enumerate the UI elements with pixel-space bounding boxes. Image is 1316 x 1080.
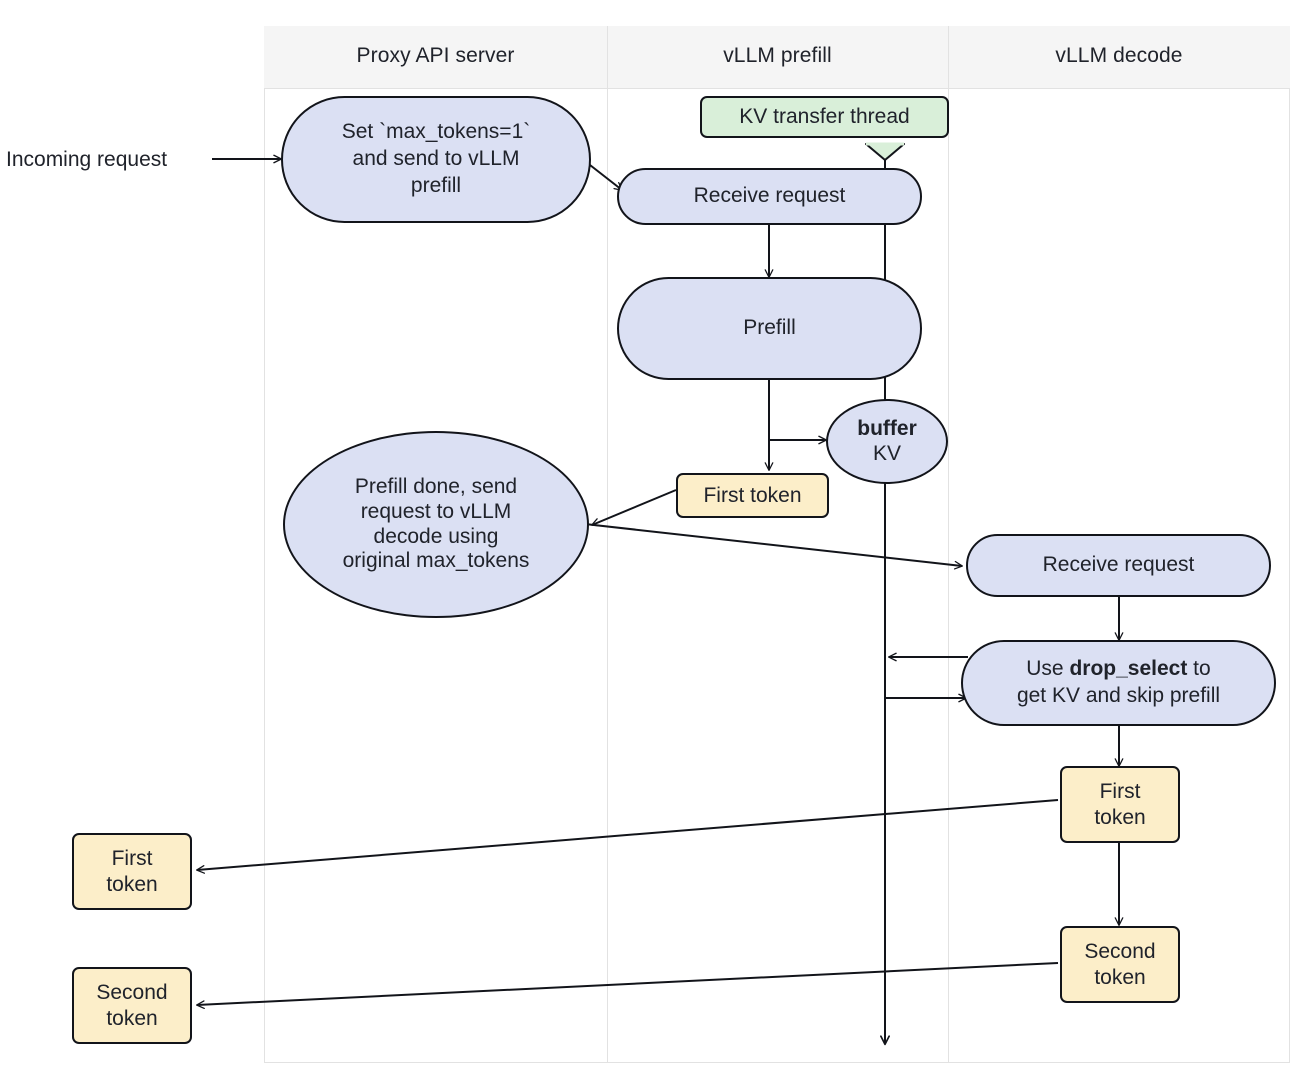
drop-select-keyword: drop_select <box>1069 657 1188 681</box>
node-proxy-second-token[interactable]: Second token <box>72 967 192 1044</box>
lane-divider-1 <box>607 26 608 1063</box>
node-decode-receive-request-label: Receive request <box>1042 553 1195 577</box>
edge-first-token-to-proxy <box>591 489 677 527</box>
lane-title-prefill: vLLM prefill <box>723 44 832 67</box>
node-proxy-set-max-tokens-label: Set `max_tokens=1` and send to vLLM pref… <box>341 120 531 197</box>
node-prefill-buffer-kv[interactable]: buffer KV <box>826 399 948 484</box>
swimlane-header-band <box>264 26 1290 89</box>
incoming-request-label: Incoming request <box>6 148 168 171</box>
node-prefill-buffer-kv-title: buffer <box>857 416 917 440</box>
node-prefill-first-token-label: First token <box>703 483 802 507</box>
node-decode-first-token[interactable]: First token <box>1060 766 1180 843</box>
lane-title-decode: vLLM decode <box>1055 44 1183 67</box>
node-prefill-prefill[interactable]: Prefill <box>617 277 922 380</box>
node-decode-drop-select[interactable]: Use drop_select to get KV and skip prefi… <box>961 640 1276 726</box>
edge-decode-second-to-proxy-second <box>195 962 1059 1010</box>
note-tail-kv-transfer-thread <box>865 142 905 161</box>
node-proxy-prefill-done-label: Prefill done, send request to vLLM decod… <box>342 474 530 573</box>
node-proxy-prefill-done[interactable]: Prefill done, send request to vLLM decod… <box>283 431 589 618</box>
edge-decode-first-to-proxy-first <box>195 799 1059 874</box>
node-prefill-first-token[interactable]: First token <box>676 473 829 518</box>
node-prefill-prefill-label: Prefill <box>743 316 796 340</box>
node-prefill-receive-request[interactable]: Receive request <box>617 168 922 225</box>
lane-title-proxy: Proxy API server <box>356 44 515 67</box>
node-proxy-first-token[interactable]: First token <box>72 833 192 910</box>
note-kv-transfer-thread: KV transfer thread <box>700 96 949 138</box>
note-kv-transfer-thread-label: KV transfer thread <box>739 104 910 128</box>
lane-divider-2 <box>948 26 949 1063</box>
node-prefill-receive-request-label: Receive request <box>693 184 846 208</box>
node-proxy-set-max-tokens[interactable]: Set `max_tokens=1` and send to vLLM pref… <box>281 96 591 223</box>
node-decode-drop-select-label: Use drop_select to get KV and skip prefi… <box>1016 657 1221 707</box>
node-decode-receive-request[interactable]: Receive request <box>966 534 1271 597</box>
node-decode-second-token[interactable]: Second token <box>1060 926 1180 1003</box>
node-prefill-buffer-kv-subtitle: KV <box>872 441 901 465</box>
edge-proxy-to-decode-receive <box>584 523 964 570</box>
